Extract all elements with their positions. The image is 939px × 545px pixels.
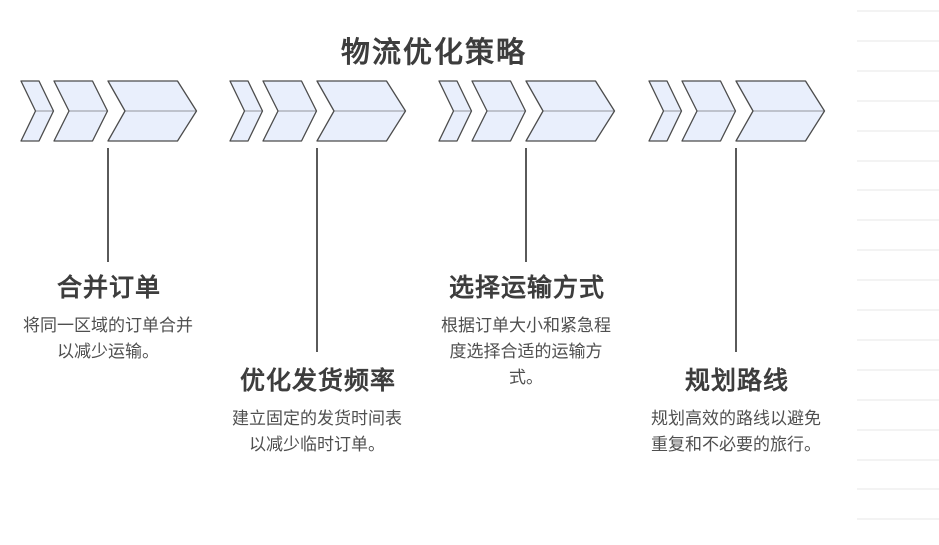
- triple-chevron-right-icon: [229, 80, 407, 142]
- rule-line: [857, 99, 939, 102]
- rule-line: [857, 249, 939, 252]
- triple-chevron-right-icon: [20, 80, 198, 142]
- connector-line: [525, 148, 527, 262]
- process-step: 选择运输方式 根据订单大小和紧急程度选择合适的运输方式。: [438, 0, 616, 545]
- step-description: 根据订单大小和紧急程度选择合适的运输方式。: [441, 316, 611, 387]
- step-description: 规划高效的路线以避免重复和不必要的旅行。: [651, 409, 821, 454]
- rule-line: [857, 189, 939, 192]
- step-label: 规划路线: [684, 367, 789, 395]
- rule-line: [857, 488, 939, 491]
- process-step: 合并订单 将同一区域的订单合并以减少运输。: [20, 0, 198, 545]
- rule-line: [857, 458, 939, 461]
- step-label: 优化发货频率: [239, 367, 396, 395]
- connector-line: [316, 148, 318, 352]
- rule-line: [857, 39, 939, 42]
- process-step: 优化发货频率 建立固定的发货时间表以减少临时订单。: [229, 0, 407, 545]
- connector-line: [735, 148, 737, 352]
- rule-line: [857, 219, 939, 222]
- rule-line: [857, 368, 939, 371]
- rule-line: [857, 428, 939, 431]
- rule-line: [857, 309, 939, 311]
- step-description: 建立固定的发货时间表以减少临时订单。: [232, 409, 402, 454]
- rule-line: [857, 69, 939, 72]
- rule-line: [857, 398, 939, 401]
- connector-line: [107, 148, 109, 262]
- rule-line: [857, 518, 939, 521]
- rule-line: [857, 10, 939, 12]
- step-label: 选择运输方式: [448, 274, 605, 302]
- step-label: 合并订单: [56, 274, 161, 302]
- process-step: 规划路线 规划高效的路线以避免重复和不必要的旅行。: [648, 0, 826, 545]
- rule-line: [857, 159, 939, 162]
- triple-chevron-right-icon: [648, 80, 826, 142]
- diagram-title: 物流优化策略: [340, 37, 527, 70]
- rule-line: [857, 129, 939, 132]
- step-description: 将同一区域的订单合并以减少运输。: [23, 316, 193, 361]
- triple-chevron-right-icon: [438, 80, 616, 142]
- rule-line: [857, 279, 939, 282]
- rule-line: [857, 338, 939, 341]
